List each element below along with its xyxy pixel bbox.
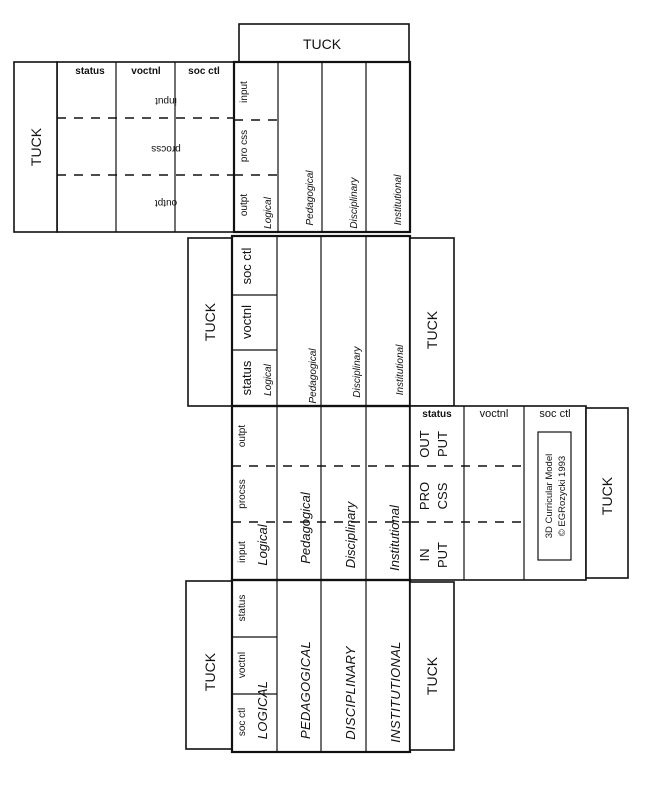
big-pro: PRO xyxy=(417,482,432,510)
phase-process-3: procss xyxy=(237,479,248,508)
level-institutional-caps: INSTITUTIONAL xyxy=(388,641,403,742)
face-third: outpt procss input Logical Pedagogical D… xyxy=(230,404,412,582)
header-voctnl-2: voctnl xyxy=(239,305,254,339)
header-status-4: status xyxy=(237,595,248,622)
header-voctnl: voctnl xyxy=(131,66,161,77)
level-institutional-2: Institutional xyxy=(395,344,406,395)
header-status-2: status xyxy=(239,360,254,395)
right-tuck-flap: TUCK xyxy=(585,407,629,579)
header-soc-ctl-3: soc ctl xyxy=(539,408,570,420)
bottom-left-tuck-flap: TUCK xyxy=(185,580,233,750)
phase-input-upside: input xyxy=(155,95,177,106)
phase-pro-css: pro css xyxy=(239,130,250,162)
phase-input-3: input xyxy=(237,541,248,563)
tuck-label-top: TUCK xyxy=(303,36,342,52)
header-voctnl-3: voctnl xyxy=(480,408,509,420)
copyright-line-2: © EGRozycki 1993 xyxy=(557,456,568,536)
big-put-out: PUT xyxy=(435,431,450,457)
copyright-box xyxy=(537,431,572,561)
tuck-label-bottom-right: TUCK xyxy=(424,656,440,695)
level-pedagogical-caps: PEDAGOGICAL xyxy=(298,641,313,739)
face-third-right: status voctnl soc ctl OUT PUT PRO CSS IN… xyxy=(409,405,587,581)
level-logical-2: Logical xyxy=(263,363,274,395)
header-status-3: status xyxy=(422,409,452,420)
header-soc-ctl-4: soc ctl xyxy=(237,708,248,736)
face-top-right: input pro css outpt Logical Pedagogical … xyxy=(232,60,412,234)
big-css: CSS xyxy=(435,482,450,509)
header-voctnl-4: voctnl xyxy=(237,652,248,678)
big-in: IN xyxy=(417,549,432,562)
level-disciplinary: Disciplinary xyxy=(349,176,360,228)
level-disciplinary-caps: DISCIPLINARY xyxy=(343,645,358,739)
level-logical-caps: LOGICAL xyxy=(255,681,270,739)
level-logical-3: Logical xyxy=(255,523,270,565)
left-tuck-flap: TUCK xyxy=(13,61,58,233)
level-disciplinary-2: Disciplinary xyxy=(352,345,363,397)
level-institutional-3: Institutional xyxy=(387,504,402,571)
level-pedagogical-3: Pedagogical xyxy=(298,491,313,564)
level-disciplinary-3: Disciplinary xyxy=(343,500,358,568)
mid-left-tuck-flap: TUCK xyxy=(187,237,233,407)
face-second: soc ctl voctnl status Logical Pedagogica… xyxy=(230,234,412,408)
face-top-left-upside-down: status voctnl soc ctl input procss outpt xyxy=(56,61,235,233)
big-out: OUT xyxy=(417,430,432,458)
phase-output-upside: outpt xyxy=(155,197,177,208)
level-logical: Logical xyxy=(263,196,274,228)
mid-right-tuck-flap: TUCK xyxy=(409,237,455,407)
header-status: status xyxy=(75,66,105,77)
tuck-label-mid-left: TUCK xyxy=(202,302,218,341)
face-bottom: status voctnl soc ctl LOGICAL PEDAGOGICA… xyxy=(230,578,412,754)
phase-output-3: outpt xyxy=(237,425,248,447)
bottom-right-tuck-flap: TUCK xyxy=(409,581,455,751)
tuck-label-right: TUCK xyxy=(599,476,615,515)
header-soc-ctl-2: soc ctl xyxy=(239,247,254,284)
phase-output: outpt xyxy=(239,194,250,216)
copyright-line-1: 3D Curricular Model xyxy=(544,454,555,538)
phase-process-upside: procss xyxy=(151,143,180,154)
level-institutional: Institutional xyxy=(393,174,404,225)
phase-input: input xyxy=(239,81,250,103)
tuck-label-left: TUCK xyxy=(28,127,44,166)
level-pedagogical-2: Pedagogical xyxy=(308,348,319,404)
top-tuck-flap: TUCK xyxy=(238,23,410,65)
level-pedagogical: Pedagogical xyxy=(305,170,316,226)
header-soc-ctl: soc ctl xyxy=(188,66,220,77)
big-put-in: PUT xyxy=(435,542,450,568)
tuck-label-mid-right: TUCK xyxy=(424,310,440,349)
tuck-label-bottom-left: TUCK xyxy=(202,652,218,691)
